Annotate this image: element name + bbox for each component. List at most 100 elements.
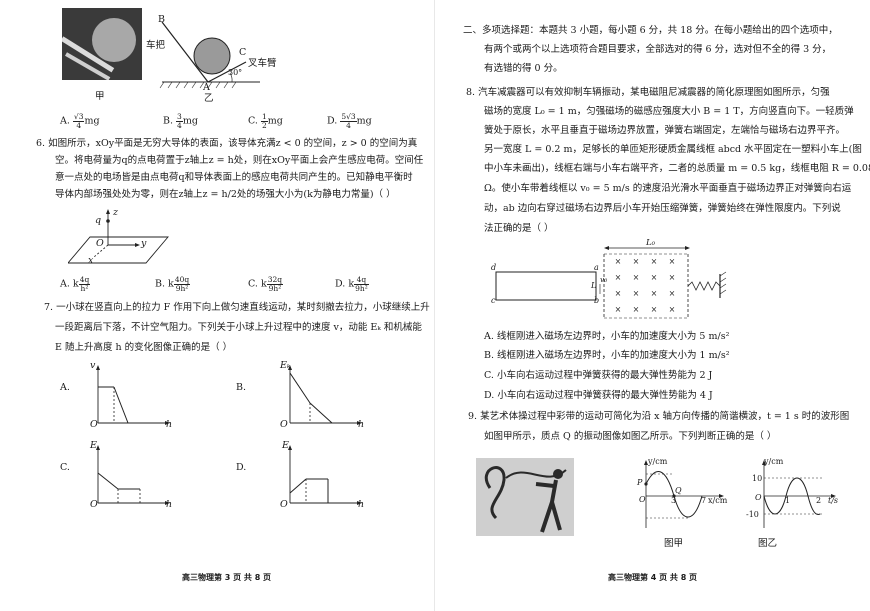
q6-line-1: 6. 如图所示，xOy平面是无穷大导体的表面，该导体充满z < 0 的空间，z … [36, 138, 418, 149]
svg-text:×: × [669, 273, 676, 282]
q8-line-3: 簧处于原长，水平且垂直于磁场边界放置，弹簧右端固定，左端恰与磁场右边界平齐。 [484, 125, 846, 136]
svg-text:×: × [633, 257, 640, 266]
svg-text:×: × [615, 257, 622, 266]
q9-wave-O: O [639, 495, 646, 504]
q8-label-c: c [491, 296, 496, 305]
q9-wave-P: P [637, 478, 643, 487]
svg-text:×: × [615, 305, 622, 314]
q6-line-3: 意一点处的电场皆是由点电荷q和导体表面上的感应电荷共同产生的。已知静电平衡时 [55, 172, 413, 183]
q9-wave-Q: Q [675, 486, 682, 495]
q7-graph-b-xlabel: h [358, 419, 365, 430]
q8-label-v0: v₀ [600, 275, 608, 284]
fig-yi-label: 乙 [204, 93, 214, 104]
label-angle: 30° [228, 68, 243, 77]
fig-jia-label: 甲 [95, 91, 105, 102]
q9-wave-caption: 图甲 [664, 538, 684, 549]
q8-line-1: 8. 汽车减震器可以有效抑制车辆振动，某电磁阻尼减震器的简化原理图如图所示，匀强 [466, 87, 830, 98]
q8-label-L: L [591, 281, 597, 290]
q7-graph-b [288, 365, 362, 425]
q9-vib-yn10: -10 [746, 510, 759, 519]
q8-line-2: 磁场的宽度 L₀ = 1 m，匀强磁场的磁感应强度大小 B = 1 T，方向竖直… [484, 106, 854, 117]
q9-vib-t1: 1 [785, 496, 791, 505]
q6-conductor-figure [68, 209, 169, 264]
q7-graph-c-letter[interactable]: C. [60, 462, 70, 473]
svg-text:×: × [669, 305, 676, 314]
q9-line-1: 9. 某艺术体操过程中彩带的运动可简化为沿 x 轴方向传播的简谐横波，t = 1… [468, 411, 850, 422]
q8-line-5: 中小车未画出)，线框右端与小车右端平齐，二者的总质量 m = 0.5 kg，线框… [484, 163, 870, 174]
q9-vib-ylabel: y/cm [764, 457, 784, 466]
svg-text:×: × [651, 273, 658, 282]
label-A: A [203, 82, 210, 93]
forklift-photo [62, 8, 142, 80]
q7-line-3: E 随上升高度 h 的变化图像正确的是（ ） [55, 342, 233, 353]
q8-damper-figure: ×××× ×××× ×××× ×××× [495, 246, 727, 319]
svg-text:×: × [669, 257, 676, 266]
q8-line-8: 法正确的是（ ） [484, 223, 554, 234]
q6-label-o: O [96, 238, 104, 249]
svg-text:×: × [615, 289, 622, 298]
q9-line-2: 如图甲所示，质点 Q 的振动图像如图乙所示。下列判断正确的是（ ） [484, 431, 777, 442]
section2-line-3: 有选错的得 0 分。 [484, 63, 563, 74]
section2-line-2: 有两个或两个以上选项符合题目要求，全部选对的得 6 分，选对但不全的得 3 分， [484, 44, 832, 55]
label-B: B [158, 14, 165, 25]
q7-graph-c-ylabel: E [90, 440, 97, 451]
q7-graph-d [288, 445, 362, 505]
q6-label-x: x [88, 255, 94, 266]
q6-line-4: 导体内部场强处处为零，则在z轴上z = h/2处的场强大小为(k为静电力常量)（… [55, 189, 396, 200]
svg-text:×: × [651, 257, 658, 266]
svg-text:×: × [651, 289, 658, 298]
q9-wave-t7: 7 [701, 496, 707, 505]
q8-option-b[interactable]: B. 线框刚进入磁场左边界时，小车的加速度大小为 1 m/s² [484, 350, 730, 361]
svg-text:×: × [615, 273, 622, 282]
q8-option-d[interactable]: D. 小车向右运动过程中弹簧获得的最大弹性势能为 4 J [484, 390, 713, 401]
q9-wave-graph [644, 460, 724, 528]
page-divider [434, 0, 435, 611]
q9-vib-y10: 10 [752, 474, 763, 483]
left-page-footer: 高三物理第 3 页 共 8 页 [182, 573, 272, 582]
label-handle: 车把 [146, 40, 166, 51]
forklift-diagram [159, 21, 260, 89]
svg-text:×: × [669, 289, 676, 298]
q7-graph-a-xlabel: h [166, 419, 173, 430]
q6-label-q: q [95, 215, 102, 226]
q9-wave-t3: 3 [671, 496, 677, 505]
q7-line-2: 一段距离后下落，不计空气阻力。下列关于小球上升过程中的速度 v，动能 Eₖ 和机… [55, 322, 422, 333]
q8-label-a: a [594, 263, 599, 272]
q9-vib-xlabel: t/s [828, 496, 839, 505]
q8-line-4: 另一宽度 L = 0.2 m，足够长的单匝矩形硬质金属线框 abcd 水平固定在… [484, 144, 862, 155]
q8-line-6: Ω。使小车带着线框以 v₀ = 5 m/s 的速度沿光滑水平面垂直于磁场边界正对… [484, 183, 852, 194]
q7-graph-a-letter[interactable]: A. [60, 382, 70, 393]
svg-text:×: × [633, 289, 640, 298]
q8-label-d: d [491, 263, 497, 272]
q6-label-y: y [141, 238, 147, 249]
q7-graph-d-xlabel: h [358, 499, 365, 510]
q9-vib-O: O [755, 493, 762, 502]
gymnast-photo [476, 458, 574, 536]
q8-label-L0: L₀ [646, 238, 656, 248]
q8-option-a[interactable]: A. 线框刚进入磁场左边界时，小车的加速度大小为 5 m/s² [484, 331, 730, 342]
q7-graph-b-ylabel: Eₖ [280, 360, 291, 371]
q9-vib-t2: 2 [816, 496, 822, 505]
svg-text:×: × [633, 273, 640, 282]
q7-graph-d-origin: O [280, 499, 288, 510]
q7-graph-c-origin: O [90, 499, 98, 510]
q8-option-c[interactable]: C. 小车向右运动过程中弹簧获得的最大弹性势能为 2 J [484, 370, 713, 381]
q7-graph-c [96, 445, 170, 505]
svg-text:×: × [651, 305, 658, 314]
label-arm: 叉车臂 [248, 58, 277, 69]
q9-wave-ylabel: y/cm [648, 457, 668, 466]
q7-graph-a-origin: O [90, 419, 98, 430]
q7-graph-b-letter[interactable]: B. [236, 382, 247, 393]
q7-graph-d-letter[interactable]: D. [236, 462, 247, 473]
q7-graph-b-origin: O [280, 419, 288, 430]
q7-graph-a [96, 365, 170, 425]
label-C: C [239, 47, 247, 58]
